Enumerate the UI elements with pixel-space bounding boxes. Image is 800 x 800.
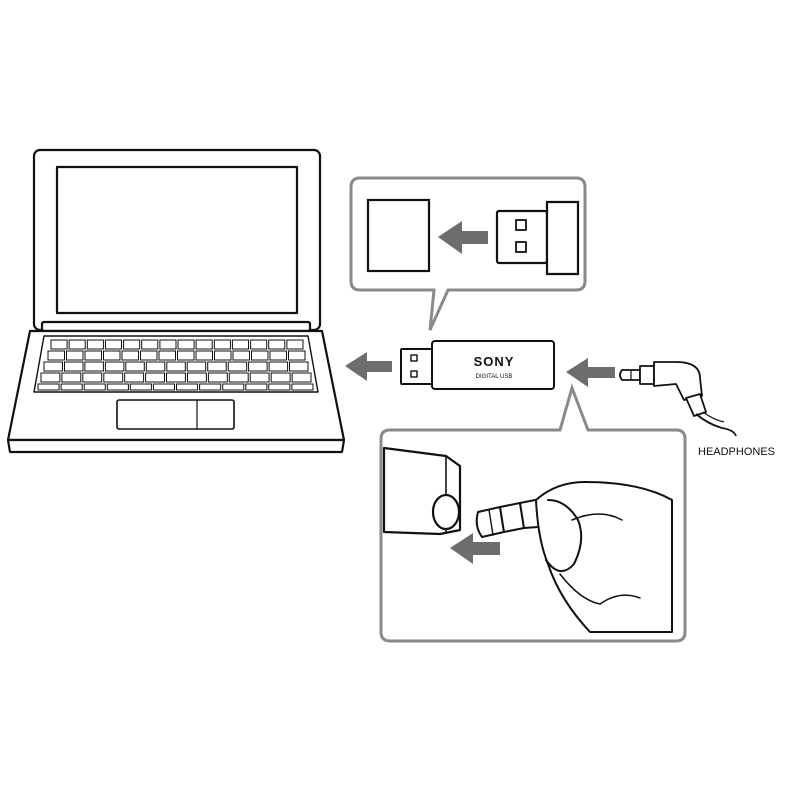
keyboard-key [104, 339, 123, 350]
keyboard-key [60, 383, 83, 391]
keyboard-key [121, 350, 139, 361]
keyboard-key [199, 383, 222, 391]
dongle-end-closeup [382, 446, 462, 536]
keyboard-key [249, 372, 270, 383]
keyboard-key [228, 372, 249, 383]
keyboard-key [47, 350, 65, 361]
keyboard-key [125, 361, 145, 372]
keyboard-key [288, 350, 306, 361]
keyboard-key [145, 361, 166, 372]
keyboard-key [268, 361, 289, 372]
keyboard-key [195, 339, 213, 350]
headphone-cable [695, 413, 737, 437]
keyboard-key [269, 350, 287, 361]
keyboard-key [104, 361, 125, 372]
keyboard-key [166, 361, 186, 372]
keyboard-key [251, 350, 269, 361]
arrow-left-icon [438, 221, 488, 254]
dongle-body [431, 340, 555, 390]
keyboard-key [166, 372, 186, 383]
keyboard-key [158, 350, 176, 361]
trackpad [116, 399, 235, 430]
usb-dongle-icon [400, 340, 555, 390]
plug-housing [653, 361, 703, 401]
keyboard-key [214, 350, 232, 361]
keyboard-key [231, 339, 249, 350]
keyboard-key [176, 383, 199, 391]
keyboard-key [68, 339, 86, 350]
keyboard-key [289, 361, 309, 372]
keyboard-key [64, 361, 84, 372]
keyboard-key [268, 383, 291, 391]
plug-strain-relief [685, 393, 707, 417]
keyboard-key [141, 339, 159, 350]
keyboard-key [40, 372, 61, 383]
usb-plug-closeup [495, 200, 580, 276]
keyboard-key [145, 372, 166, 383]
usb-pin-bottom [410, 370, 418, 378]
keyboard-key [123, 339, 141, 350]
keyboard-key [83, 383, 106, 391]
laptop-front-edge [6, 438, 346, 454]
keyboard-key [187, 372, 207, 383]
dongle-brand: SONY [474, 354, 515, 369]
laptop-hinge [40, 320, 312, 333]
keyboard-key [291, 383, 314, 391]
keyboard-key [270, 372, 291, 383]
hand-icon [475, 481, 673, 633]
keyboard-key [213, 339, 231, 350]
usb-pin-top [410, 354, 418, 362]
arrow-left-icon [566, 358, 615, 387]
keyboard-key [177, 350, 195, 361]
keyboard-key [82, 372, 103, 383]
keyboard-key [66, 350, 84, 361]
keyboard-key [177, 339, 195, 350]
arrow-left-icon [450, 533, 500, 564]
keyboard-key [195, 350, 213, 361]
dongle-sub-label: DIGITAL USB [476, 374, 513, 380]
keyboard-key [124, 372, 145, 383]
keyboard-key [250, 339, 268, 350]
keyboard-key [245, 383, 268, 391]
keyboard-key [291, 372, 312, 383]
keyboard-key [37, 383, 60, 391]
keyboard-keys [37, 339, 314, 391]
keyboard-key [84, 361, 104, 372]
keyboard-key [43, 361, 63, 372]
keyboard-key [140, 350, 158, 361]
audio-jack-port [431, 493, 461, 531]
keyboard-key [129, 383, 152, 391]
keyboard-key [222, 383, 245, 391]
keyboard-key [268, 339, 286, 350]
keyboard-key [159, 339, 177, 350]
laptop-screen [55, 165, 299, 315]
keyboard-key [207, 372, 228, 383]
keyboard [33, 335, 319, 393]
keyboard-key [186, 361, 207, 372]
arrow-left-icon [345, 352, 392, 381]
usb-port-icon [366, 198, 431, 273]
keyboard-key [248, 361, 268, 372]
keyboard-key [86, 339, 104, 350]
laptop-icon [6, 148, 346, 454]
keyboard-key [152, 383, 175, 391]
keyboard-key [106, 383, 129, 391]
plug-tip [619, 369, 641, 381]
keyboard-key [227, 361, 248, 372]
keyboard-key [207, 361, 227, 372]
plug-ring [639, 365, 655, 385]
headphone-plug-icon [619, 361, 737, 437]
keyboard-key [103, 372, 124, 383]
headphones-label: HEADPHONES [698, 446, 775, 458]
keyboard-key [50, 339, 68, 350]
keyboard-key [286, 339, 304, 350]
keyboard-key [84, 350, 102, 361]
keyboard-key [103, 350, 121, 361]
usb-plug [400, 348, 433, 385]
keyboard-key [232, 350, 250, 361]
keyboard-key [61, 372, 82, 383]
